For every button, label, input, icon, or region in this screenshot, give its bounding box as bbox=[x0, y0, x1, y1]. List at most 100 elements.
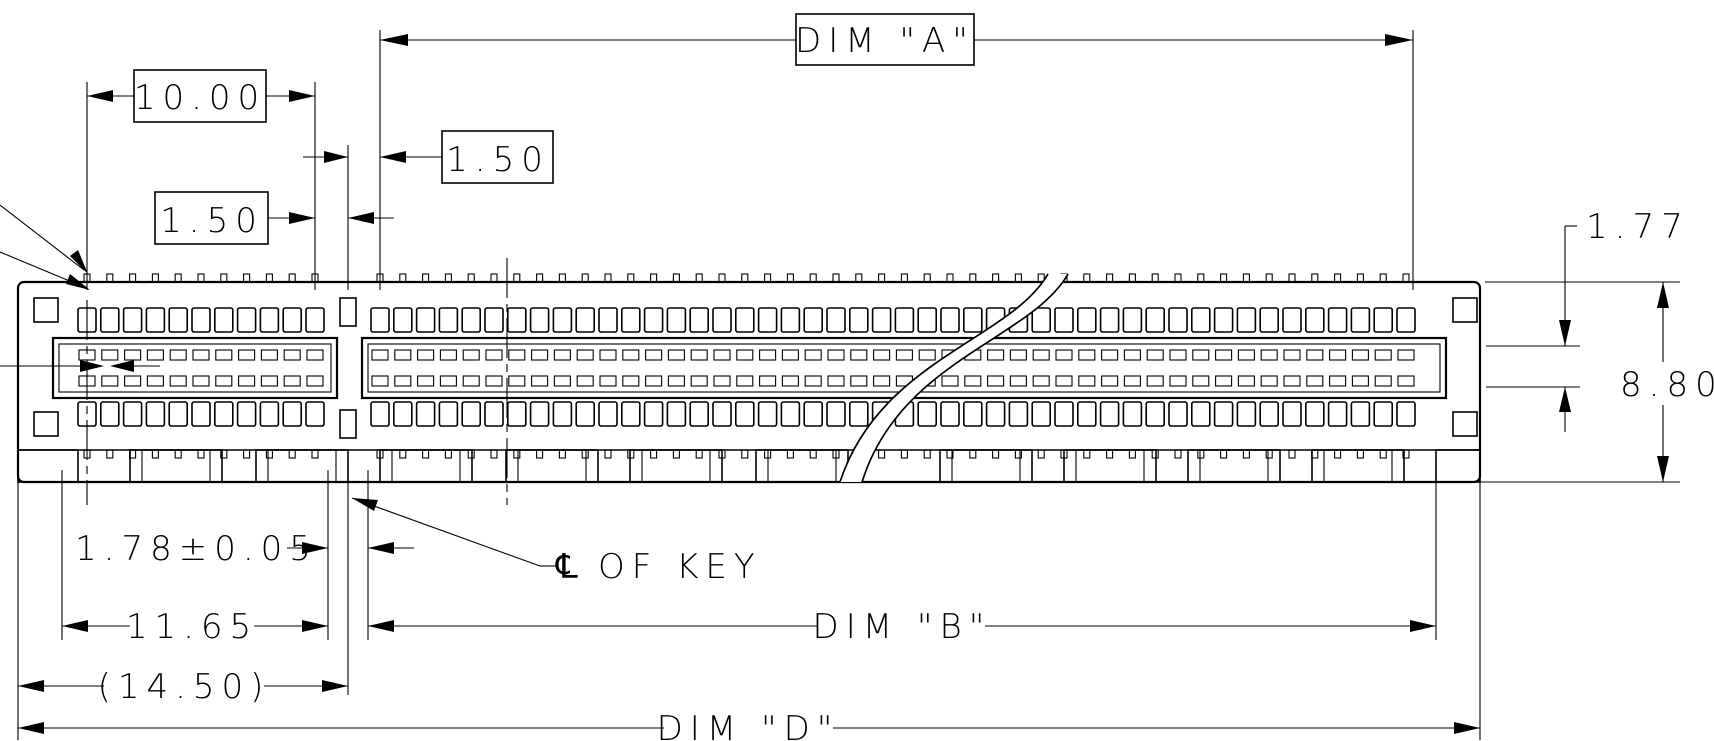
left-slot-contact-b-1 bbox=[101, 375, 119, 387]
right-pin-top-37 bbox=[1220, 273, 1228, 283]
right-pin-top-28 bbox=[1014, 273, 1022, 283]
dim-8-80-label: 8.80 bbox=[1620, 365, 1714, 405]
right-pin-top-38 bbox=[1242, 273, 1250, 283]
right-contact-lower-27 bbox=[985, 401, 1006, 427]
right-pin-top-14 bbox=[695, 273, 703, 283]
cl-symbol: ℄ bbox=[555, 547, 585, 587]
right-slot-contact-a-12 bbox=[645, 349, 663, 361]
right-pin-top-34 bbox=[1151, 273, 1159, 283]
right-slot-contact-a-43 bbox=[1351, 349, 1369, 361]
right-slot-contact-b-26 bbox=[964, 375, 982, 387]
card-slot-left bbox=[51, 336, 339, 400]
right-contact-lower-8 bbox=[552, 401, 573, 427]
right-pin-bottom-38 bbox=[1242, 449, 1250, 459]
right-contact-lower-33 bbox=[1122, 401, 1143, 427]
right-slot-contact-b-42 bbox=[1329, 375, 1347, 387]
right-slot-contact-a-36 bbox=[1192, 349, 1210, 361]
right-slot-contact-a-20 bbox=[827, 349, 845, 361]
right-slot-contact-a-41 bbox=[1306, 349, 1324, 361]
right-pin-bottom-37 bbox=[1220, 449, 1228, 459]
housing-outline bbox=[16, 280, 1482, 484]
right-contact-upper-11 bbox=[620, 307, 641, 333]
right-contact-lower-40 bbox=[1282, 401, 1302, 427]
dim-11-65-label: 11.65 bbox=[126, 607, 258, 647]
dim-1-50-top-label: 1.50 bbox=[446, 140, 550, 180]
right-pin-bottom-34 bbox=[1151, 449, 1159, 459]
right-contact-upper-2 bbox=[415, 307, 436, 333]
right-contact-lower-29 bbox=[1031, 401, 1051, 427]
left-pin-top-4 bbox=[174, 273, 182, 283]
right-slot-contact-a-18 bbox=[781, 349, 799, 361]
right-contact-upper-25 bbox=[940, 307, 960, 333]
right-pin-bottom-24 bbox=[923, 449, 931, 459]
right-slot-contact-a-7 bbox=[531, 349, 549, 361]
right-contact-upper-14 bbox=[689, 307, 710, 333]
right-slot-contact-a-9 bbox=[576, 349, 594, 361]
right-pin-top-2 bbox=[422, 273, 430, 283]
standoff-8 bbox=[1063, 449, 1157, 483]
left-contact-lower-8 bbox=[259, 401, 280, 427]
right-contact-upper-32 bbox=[1099, 307, 1120, 333]
right-slot-contact-b-20 bbox=[827, 375, 845, 387]
right-slot-contact-a-39 bbox=[1260, 349, 1278, 361]
right-contact-upper-6 bbox=[506, 307, 527, 333]
right-contact-lower-10 bbox=[598, 401, 618, 427]
right-contact-lower-15 bbox=[712, 401, 732, 427]
right-slot-contact-b-5 bbox=[485, 375, 503, 387]
right-contact-upper-5 bbox=[484, 307, 504, 333]
right-pin-top-6 bbox=[513, 273, 521, 283]
right-contact-lower-6 bbox=[506, 401, 527, 427]
left-contact-lower-7 bbox=[236, 401, 257, 427]
right-contact-upper-30 bbox=[1054, 307, 1074, 333]
right-contact-upper-42 bbox=[1327, 307, 1348, 333]
left-slot-contact-b-8 bbox=[260, 375, 278, 387]
right-slot-contact-b-2 bbox=[417, 375, 435, 387]
right-contact-lower-42 bbox=[1327, 401, 1348, 427]
right-pin-top-17 bbox=[764, 273, 772, 283]
left-slot-contact-a-8 bbox=[260, 349, 278, 361]
right-slot-contact-b-17 bbox=[759, 375, 777, 387]
standoff-0 bbox=[17, 449, 79, 483]
right-pin-top-21 bbox=[855, 273, 863, 283]
standoff-inner-6 bbox=[767, 449, 837, 483]
right-contact-lower-18 bbox=[780, 401, 801, 427]
corner-hole-3 bbox=[1452, 411, 1478, 437]
right-pin-bottom-10 bbox=[604, 449, 612, 459]
right-slot-contact-b-3 bbox=[439, 375, 457, 387]
right-slot-contact-b-15 bbox=[713, 375, 731, 387]
right-slot-contact-b-6 bbox=[508, 375, 526, 387]
right-slot-contact-a-22 bbox=[873, 349, 891, 361]
left-pin-top-7 bbox=[243, 273, 251, 283]
standoff-6 bbox=[755, 449, 849, 483]
left-pin-top-9 bbox=[288, 273, 296, 283]
right-slot-contact-b-30 bbox=[1055, 375, 1073, 387]
right-pin-bottom-3 bbox=[444, 449, 452, 459]
standoff-inner-10 bbox=[1323, 449, 1393, 483]
right-contact-lower-0 bbox=[370, 401, 390, 427]
right-contact-upper-9 bbox=[575, 307, 596, 333]
right-slot-contact-b-7 bbox=[531, 375, 549, 387]
right-contact-upper-16 bbox=[734, 307, 755, 333]
right-pin-bottom-5 bbox=[490, 449, 498, 459]
left-pin-bottom-10 bbox=[311, 449, 319, 459]
standoff-1 bbox=[129, 449, 223, 483]
right-contact-lower-45 bbox=[1396, 401, 1416, 427]
right-pin-top-24 bbox=[923, 273, 931, 283]
left-pin-top-1 bbox=[106, 273, 114, 283]
right-slot-contact-a-16 bbox=[736, 349, 754, 361]
left-pin-top-8 bbox=[265, 273, 273, 283]
right-contact-lower-43 bbox=[1350, 401, 1371, 427]
dim-1-77: 1.77 bbox=[1486, 207, 1683, 432]
right-pin-bottom-31 bbox=[1083, 449, 1091, 459]
right-contact-upper-22 bbox=[871, 307, 892, 333]
corner-hole-0 bbox=[33, 297, 59, 323]
left-contact-upper-9 bbox=[282, 307, 303, 333]
right-slot-contact-b-36 bbox=[1192, 375, 1210, 387]
card-slot-left-inner bbox=[58, 343, 332, 393]
right-contact-lower-7 bbox=[529, 401, 550, 427]
left-contact-upper-1 bbox=[100, 307, 120, 333]
standoff-7 bbox=[939, 449, 1033, 483]
right-slot-contact-b-40 bbox=[1283, 375, 1301, 387]
left-contact-upper-6 bbox=[214, 307, 234, 333]
